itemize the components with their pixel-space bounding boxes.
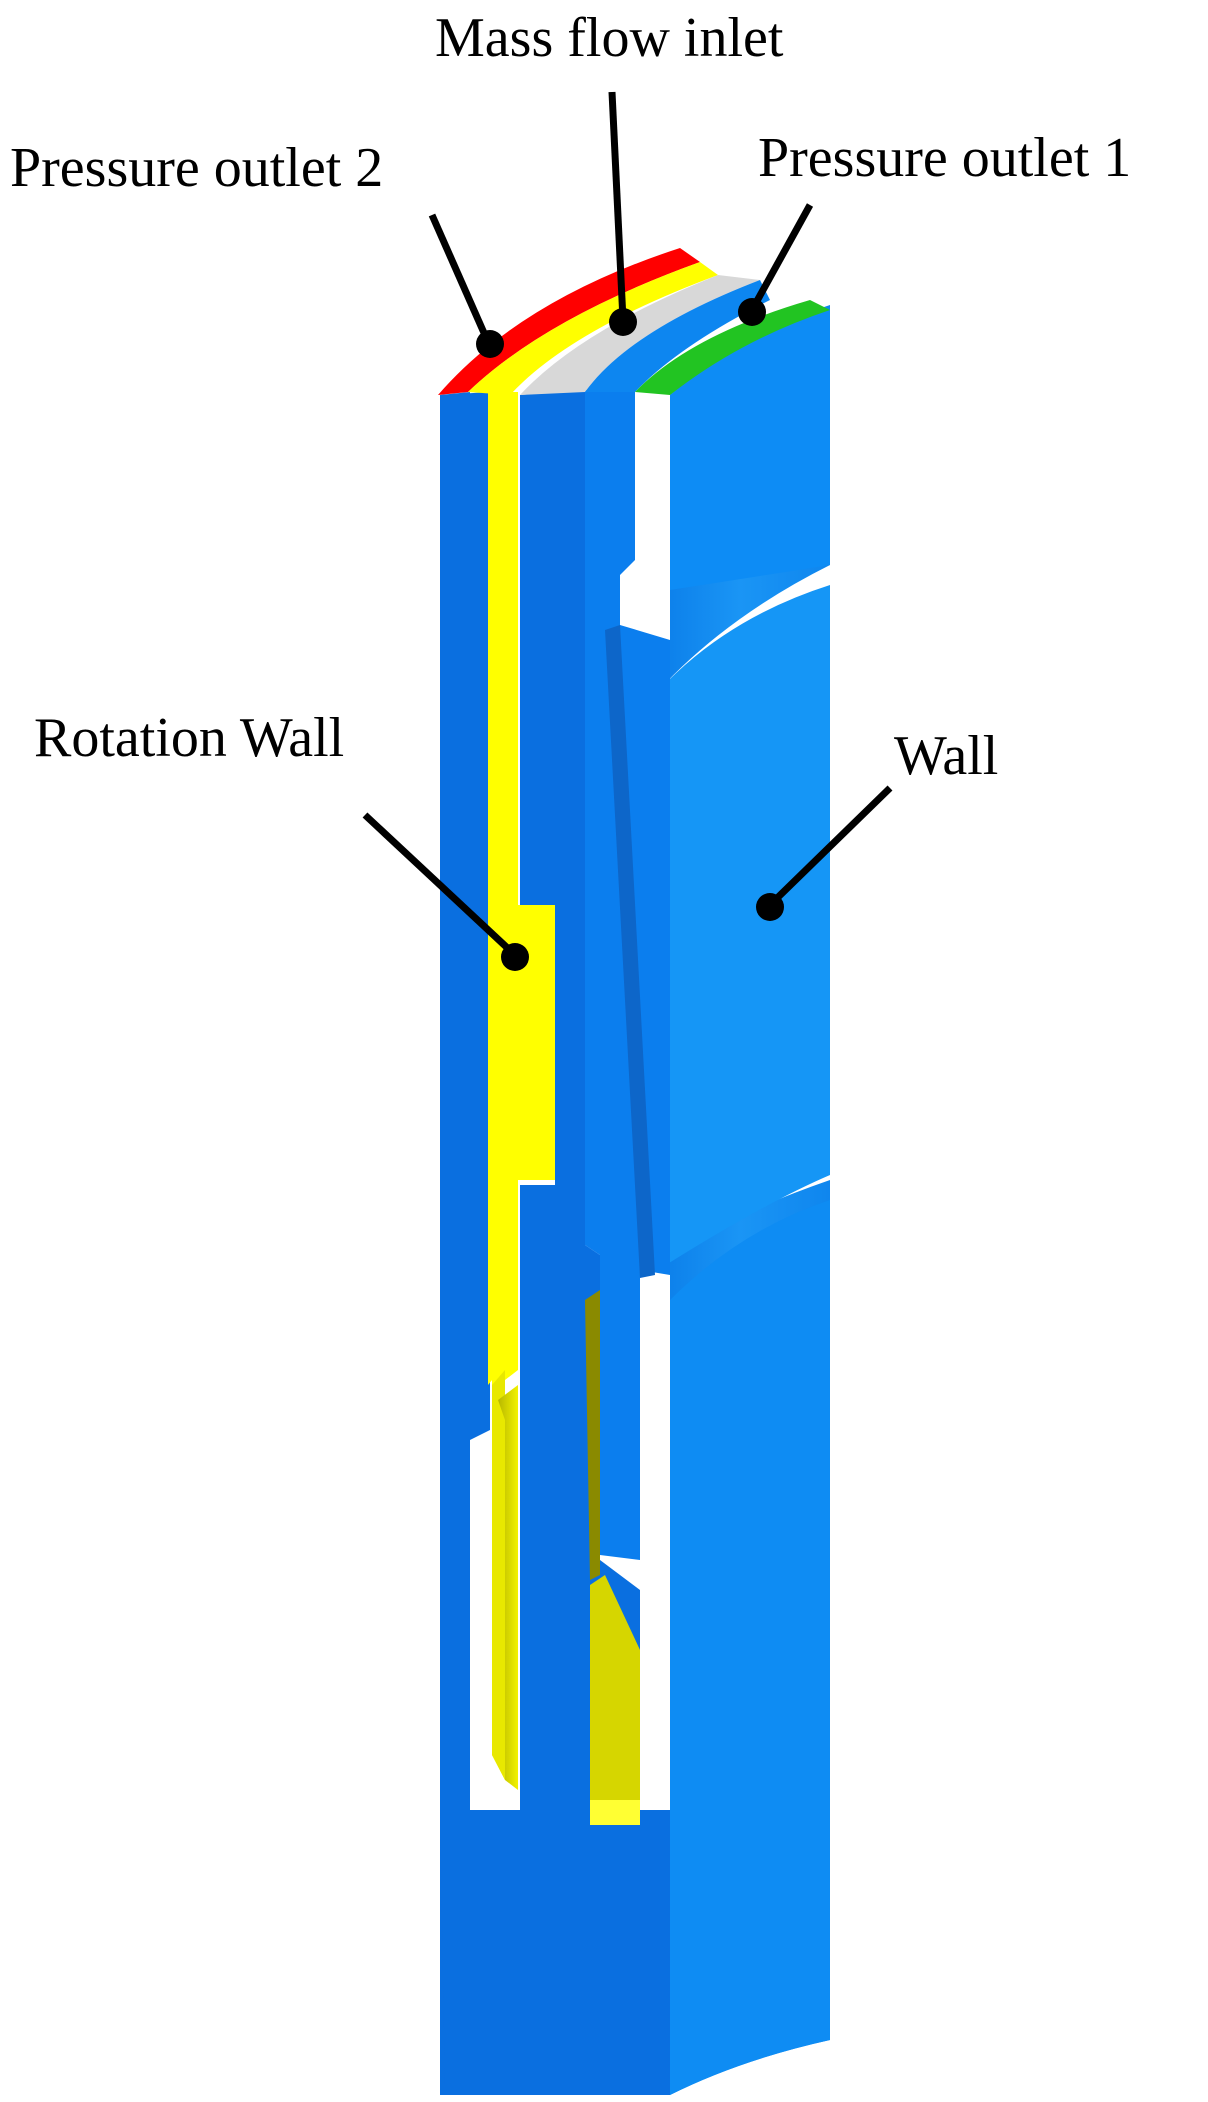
wall-outer-right-bottom [670,1200,830,2095]
label-rotation-wall: Rotation Wall [34,707,345,769]
pressure-outlet-1-cap [635,300,830,395]
marker-dot-pressure-outlet-1 [738,298,766,326]
marker-dot-wall [756,893,784,921]
rotation-wall-bottom-block [590,1575,640,1800]
leader-line-wall [767,785,893,908]
wall-outer-right-top [670,310,830,590]
wall-base [440,1810,670,2095]
label-wall: Wall [894,725,999,787]
leader-line-pressure-outlet-2 [428,213,492,344]
leader-line-pressure-outlet-1 [748,203,814,312]
wall-section-inner [520,390,640,1810]
label-pressure-outlet-1: Pressure outlet 1 [758,127,1132,189]
marker-dot-mass-flow-inlet [609,308,637,336]
marker-dot-pressure-outlet-2 [476,330,504,358]
leader-line-mass-flow-inlet [608,91,627,321]
rotation-wall-bottom-pin [590,1800,640,1825]
wall-inner-tube-edge [605,625,655,1278]
rotation-wall-lower-shade [498,1385,518,1790]
rotation-wall-lower-face [492,1370,505,1780]
leader-line-rotation-wall [362,812,518,958]
pressure-outlet-2-cap [438,248,700,395]
wall-top-cap [585,280,770,392]
marker-dot-rotation-wall [501,943,529,971]
label-mass-flow-inlet: Mass flow inlet [435,7,784,69]
label-pressure-outlet-2: Pressure outlet 2 [10,137,384,199]
wall-outer-right-mid [650,585,830,1275]
wall-section-main [440,392,490,2095]
rotation-wall-cap [468,262,718,395]
mass-flow-inlet-cap [520,275,760,395]
rotation-wall-slot [585,1290,600,1580]
